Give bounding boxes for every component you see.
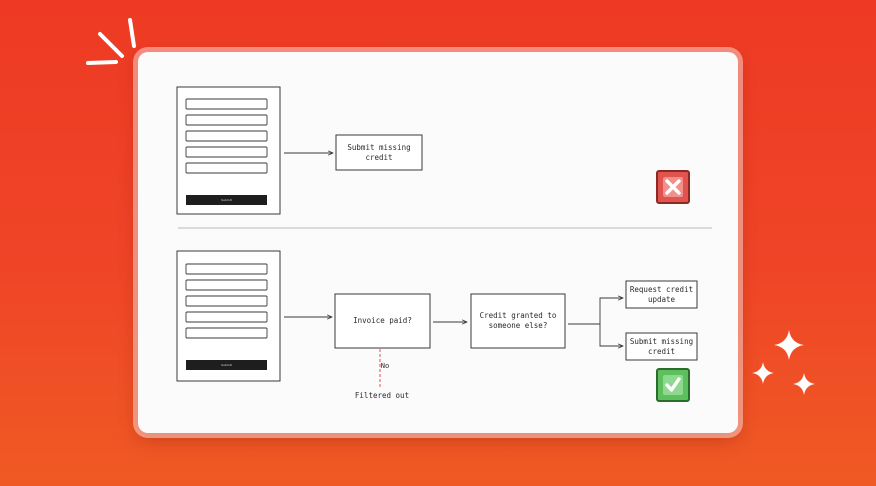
decision-1-label: Invoice paid? <box>353 316 412 325</box>
flow-diagram <box>176 86 712 387</box>
decision-1-box <box>334 293 431 349</box>
top-form-button-label: Submit <box>221 198 232 202</box>
fork-arrow-upper <box>568 298 623 325</box>
sparkle-small-icon <box>793 373 815 395</box>
bottom-form-mock <box>176 250 281 382</box>
bottom-form-submit-button[interactable] <box>186 360 267 370</box>
decision-2-box <box>470 293 566 349</box>
outcome-1-label: Request credit update <box>629 284 694 304</box>
bottom-form-button-label: Submit <box>221 363 232 367</box>
cross-icon <box>663 177 683 197</box>
outcome-2-box <box>625 332 698 361</box>
decision-1-branch-label: No <box>380 362 390 370</box>
top-status-badge <box>656 170 690 204</box>
top-action-label: Submit missing credit <box>347 142 411 162</box>
decision-2-label: Credit granted to someone else? <box>479 311 557 330</box>
top-action-box <box>335 134 423 171</box>
top-form-submit-button[interactable] <box>186 195 267 205</box>
sparkle-medium-icon <box>752 362 774 384</box>
decision-1-branch-result: Filtered out <box>354 391 410 400</box>
burst-lines-icon <box>86 18 136 65</box>
outcome-2-label: Submit missing credit <box>629 336 694 356</box>
top-form-mock <box>176 86 281 215</box>
bottom-status-badge <box>656 368 690 402</box>
diagram-card: Submit Submit missing credit Submit Invo… <box>138 52 738 433</box>
fork-arrow-lower <box>599 324 623 346</box>
check-icon <box>663 375 683 395</box>
outcome-1-box <box>625 280 698 309</box>
sparkle-large-icon <box>774 330 804 360</box>
